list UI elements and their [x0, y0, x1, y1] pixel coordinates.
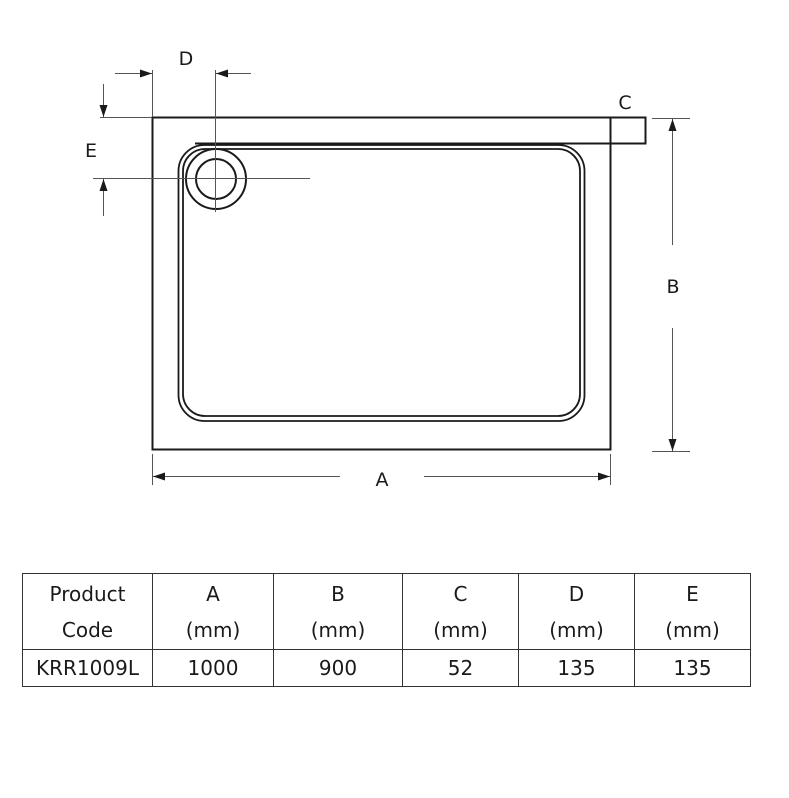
cell-product-code: KRR1009L: [22, 649, 153, 687]
basin-inner-edge: [182, 148, 581, 417]
tray-outline: [151, 116, 612, 451]
header-b: B(mm): [273, 573, 403, 650]
cell-c: 52: [402, 649, 519, 687]
upstand-box: [609, 116, 647, 145]
dim-label-e: E: [85, 140, 97, 162]
dim-label-d: D: [179, 48, 194, 70]
header-d: D(mm): [518, 573, 635, 650]
shower-tray-drawing: D E C B A: [85, 48, 690, 491]
header-c: C(mm): [402, 573, 519, 650]
cell-d: 135: [518, 649, 635, 687]
cell-e: 135: [634, 649, 751, 687]
basin-outer-edge: [177, 144, 586, 422]
header-e: E(mm): [634, 573, 751, 650]
header-a: A(mm): [152, 573, 274, 650]
cell-b: 900: [273, 649, 403, 687]
dim-label-b: B: [666, 276, 679, 298]
table-row: KRR1009L 1000 900 52 135 135: [22, 649, 751, 687]
cell-a: 1000: [152, 649, 274, 687]
dim-label-a: A: [376, 469, 389, 491]
dim-label-c: C: [618, 92, 631, 114]
